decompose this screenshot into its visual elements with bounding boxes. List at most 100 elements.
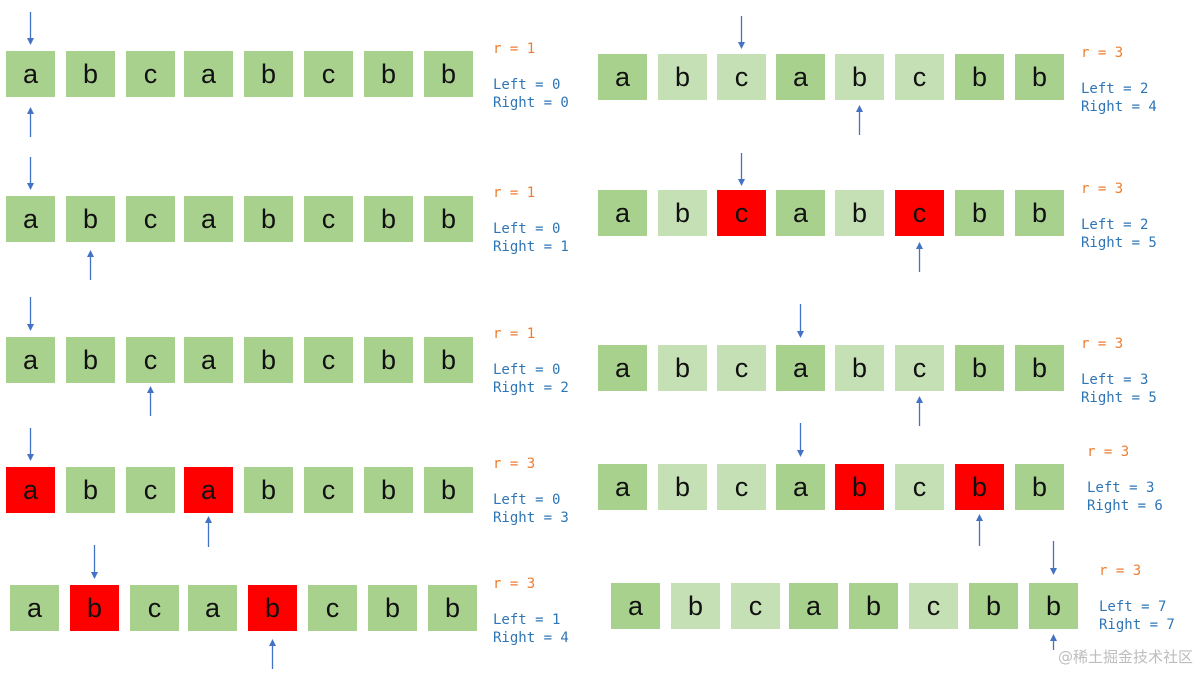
left-value: Left = 2	[1081, 81, 1149, 97]
char-cell: a	[598, 54, 647, 100]
char-cell: b	[66, 467, 115, 513]
char-cell: b	[1015, 190, 1064, 236]
char-cell: b	[658, 464, 707, 510]
char-cell: b	[244, 467, 293, 513]
char-cell: b	[424, 467, 473, 513]
char-cell: a	[789, 583, 838, 629]
char-cell: b	[835, 54, 884, 100]
left-value: Left = 2	[1081, 217, 1149, 233]
right-value: Right = 4	[1081, 99, 1157, 115]
right-value: Right = 2	[493, 380, 569, 396]
char-cell: c	[895, 345, 944, 391]
left-value: Left = 1	[493, 612, 561, 628]
left-value: Left = 0	[493, 77, 561, 93]
char-cell: c	[717, 54, 766, 100]
left-value: Left = 0	[493, 492, 561, 508]
char-cell: b	[969, 583, 1018, 629]
char-cell: c	[717, 190, 766, 236]
left-value: Left = 0	[493, 221, 561, 237]
char-cell: c	[304, 467, 353, 513]
char-cell: b	[364, 51, 413, 97]
char-cell: b	[955, 190, 1004, 236]
char-cell: b	[66, 196, 115, 242]
r-value: r = 1	[493, 326, 536, 342]
right-value: Right = 4	[493, 630, 569, 646]
char-cell: b	[364, 196, 413, 242]
char-cell: b	[364, 337, 413, 383]
right-value: Right = 1	[493, 239, 569, 255]
left-value: Left = 3	[1081, 372, 1149, 388]
char-cell: b	[955, 345, 1004, 391]
char-cell: a	[6, 337, 55, 383]
char-cell: b	[70, 585, 119, 631]
r-value: r = 3	[1081, 336, 1124, 352]
char-cell: b	[244, 196, 293, 242]
char-cell: a	[184, 196, 233, 242]
char-cell: c	[130, 585, 179, 631]
char-cell: b	[364, 467, 413, 513]
left-value: Left = 3	[1087, 480, 1155, 496]
char-cell: b	[835, 345, 884, 391]
char-cell: a	[776, 190, 825, 236]
char-cell: a	[776, 464, 825, 510]
char-cell: c	[895, 190, 944, 236]
char-cell: b	[244, 337, 293, 383]
char-cell: c	[126, 337, 175, 383]
r-value: r = 1	[493, 185, 536, 201]
char-cell: a	[776, 345, 825, 391]
char-cell: a	[6, 51, 55, 97]
left-value: Left = 7	[1099, 599, 1167, 615]
char-cell: a	[6, 196, 55, 242]
char-cell: a	[184, 467, 233, 513]
watermark: @稀土掘金技术社区	[1057, 648, 1193, 666]
r-value: r = 3	[493, 456, 536, 472]
char-cell: b	[424, 337, 473, 383]
char-cell: a	[611, 583, 660, 629]
char-cell: c	[717, 464, 766, 510]
char-cell: c	[308, 585, 357, 631]
right-value: Right = 6	[1087, 498, 1163, 514]
right-value: Right = 5	[1081, 235, 1157, 251]
char-cell: b	[671, 583, 720, 629]
char-cell: b	[248, 585, 297, 631]
char-cell: c	[895, 54, 944, 100]
char-cell: c	[126, 467, 175, 513]
char-cell: b	[1015, 54, 1064, 100]
char-cell: c	[126, 51, 175, 97]
char-cell: a	[598, 464, 647, 510]
r-value: r = 3	[493, 576, 536, 592]
char-cell: b	[244, 51, 293, 97]
char-cell: a	[6, 467, 55, 513]
char-cell: a	[598, 345, 647, 391]
char-cell: c	[731, 583, 780, 629]
char-cell: a	[776, 54, 825, 100]
char-cell: b	[424, 51, 473, 97]
char-cell: c	[909, 583, 958, 629]
char-cell: b	[658, 345, 707, 391]
r-value: r = 1	[493, 41, 536, 57]
char-cell: c	[126, 196, 175, 242]
char-cell: a	[598, 190, 647, 236]
char-cell: a	[188, 585, 237, 631]
char-cell: a	[184, 51, 233, 97]
char-cell: b	[849, 583, 898, 629]
r-value: r = 3	[1081, 45, 1124, 61]
char-cell: b	[1015, 345, 1064, 391]
char-cell: b	[66, 51, 115, 97]
char-cell: b	[428, 585, 477, 631]
char-cell: b	[424, 196, 473, 242]
char-cell: c	[717, 345, 766, 391]
right-value: Right = 3	[493, 510, 569, 526]
